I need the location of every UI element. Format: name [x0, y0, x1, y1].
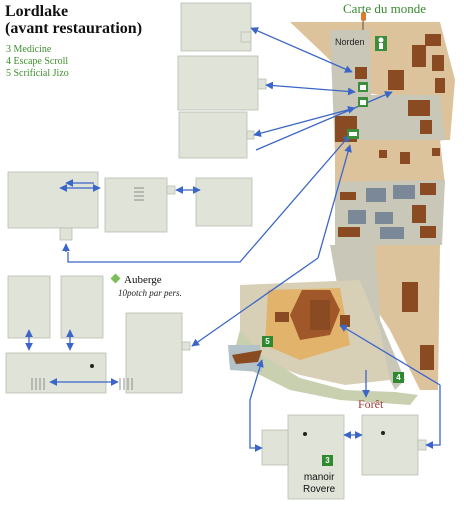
world-map-marker-icon — [361, 12, 366, 21]
interior-rooms — [5, 2, 427, 500]
inn-diamond-icon — [110, 273, 121, 284]
room-north-2 — [177, 55, 259, 111]
boat-icon — [232, 350, 262, 364]
legend-item-jizo: 5 Scrificial Jizo — [6, 68, 69, 79]
forest-label[interactable]: Forêt — [358, 397, 384, 411]
inn-price-label: 10potch par pers. — [118, 288, 182, 298]
map-title: Lordlake (avant restauration) — [5, 3, 142, 37]
room-north-1 — [180, 2, 252, 52]
world-map-label[interactable]: Carte du monde — [343, 1, 427, 16]
manor-east — [361, 414, 419, 476]
chest-marker-4: 4 — [393, 372, 404, 383]
connections — [25, 27, 441, 452]
chest-marker-5: 5 — [262, 336, 273, 347]
chest-marker-3: 3 — [322, 455, 333, 466]
room-west-1 — [7, 171, 99, 229]
inn-room-1 — [7, 275, 51, 339]
legend-item-escape-scroll: 4 Escape Scroll — [6, 56, 69, 67]
manor-label: manoir Rovere — [303, 472, 335, 496]
stairs — [31, 187, 144, 390]
arrow-icon — [250, 27, 353, 73]
norden-label: Norden — [335, 37, 365, 47]
manor-label-line1: manoir — [303, 472, 335, 483]
legend-item-medicine: 3 Medicine — [6, 44, 52, 55]
room-north-3 — [178, 111, 248, 159]
room-west-2 — [104, 177, 168, 233]
title-line1: Lordlake — [5, 3, 69, 20]
title-line2: (avant restauration) — [5, 20, 143, 37]
manor-label-line2: Rovere — [303, 484, 336, 495]
manor-main — [287, 414, 345, 500]
map-icons — [90, 12, 387, 436]
inn-label: Auberge — [124, 274, 162, 286]
inn-room-2 — [60, 275, 104, 339]
inn-room-3 — [125, 312, 183, 394]
room-west-3 — [195, 177, 253, 227]
legend: 3 Medicine 4 Escape Scroll 5 Scrificial … — [6, 44, 69, 80]
inn-hall — [5, 352, 107, 394]
